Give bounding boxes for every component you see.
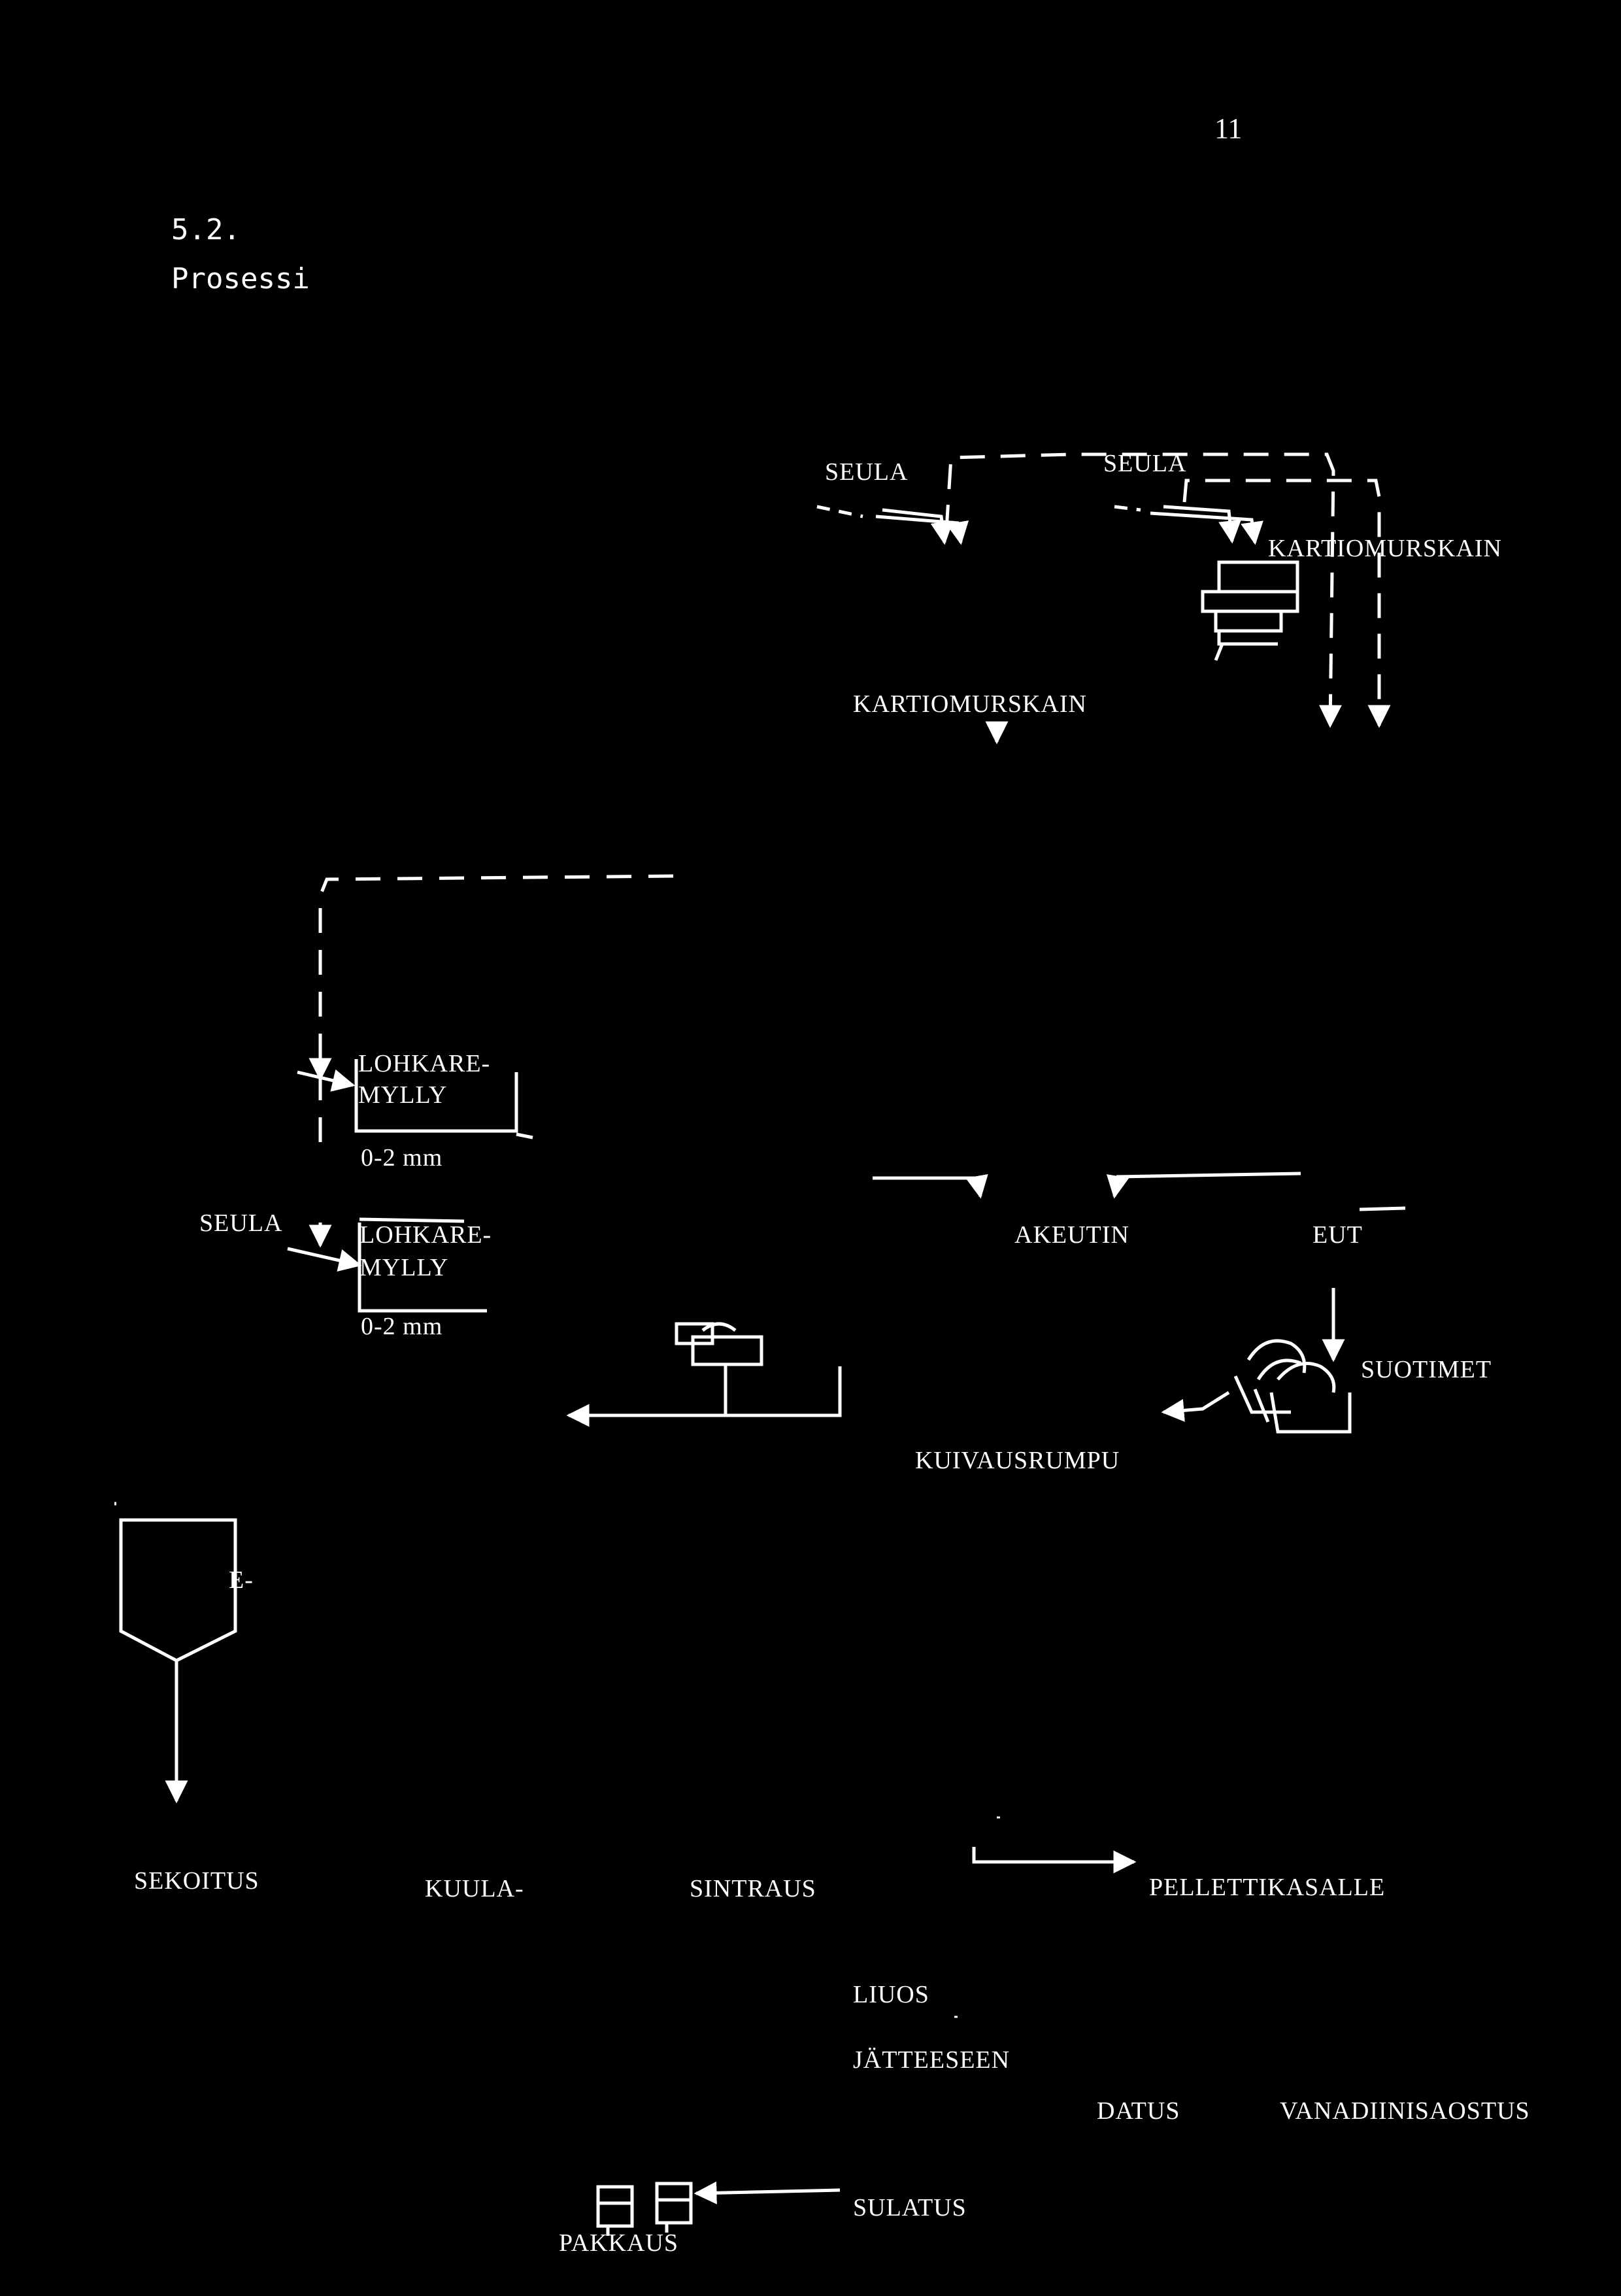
arrow-left-from-dryer [566,1366,842,1427]
label-suotimet: SUOTIMET [1361,1356,1492,1383]
packing-icon [596,2182,693,2236]
label-kuivausrumpu: KUIVAUSRUMPU [915,1447,1120,1474]
section-title: Prosessi [171,262,310,295]
label-kartiomurskain-right: KARTIOMURSKAIN [1268,535,1502,562]
label-sintraus: SINTRAUS [690,1875,816,1902]
line-right-eut [1359,1206,1406,1211]
dashed-return-line-outer [944,452,1342,728]
page-number: 11 [1214,112,1243,144]
label-liuos: LIUOS [853,1981,929,2008]
seula-chute-top-right-2 [1163,505,1241,544]
label-lohkaremylly-2-line1: LOHKARE- [359,1221,492,1249]
label-pellettikasalle: PELLETTIKASALLE [1149,1874,1386,1901]
label-sulatus: SULATUS [853,2194,967,2221]
seula-dash-top-right [1114,505,1141,512]
seula-dash-top-left [816,505,863,518]
dashed-line-to-lohkaremylly [318,874,674,1151]
label-kuula: KUULA- [425,1875,524,1902]
arrow-into-akeutin-right [1106,1172,1301,1199]
label-seula-top-left: SEULA [825,458,909,486]
arrow-to-pellettikasalle [972,1847,1137,1874]
label-datus: DATUS [1097,2097,1180,2125]
label-vanadiinisaostus: VANADIINISAOSTUS [1280,2097,1530,2125]
seula-chute-left [287,1247,362,1272]
lohkaremylly-1-box [354,1059,518,1133]
label-seula-top-right: SEULA [1103,450,1187,477]
label-pakkaus: PAKKAUS [559,2229,678,2257]
drum-dryer-icon [675,1322,763,1415]
label-jatteeseen: JÄTTEESEEN [853,2046,1011,2074]
label-akeutin: AKEUTIN [1014,1221,1129,1249]
label-lohkaremylly-1-line2: MYLLY [358,1081,448,1109]
label-lohkaremylly-2-line2: MYLLY [359,1254,449,1281]
label-lohkaremylly-1-line1: LOHKARE- [358,1050,491,1077]
section-number: 5.2. [171,213,241,246]
lohkaremylly-2-top [359,1217,465,1223]
label-e-fragment: E- [229,1566,254,1594]
label-size-1: 0-2 mm [361,1144,443,1172]
dashed-return-line-inner [1182,479,1391,728]
seula-chute-top-right [1150,511,1263,545]
seula-chute-top-left-2 [882,508,954,545]
arrow-from-sulatus [694,2181,841,2204]
label-sekoitus: SEKOITUS [134,1867,259,1895]
cone-crusher-icon [1201,560,1299,661]
label-seula-left: SEULA [199,1209,283,1237]
label-eut: EUT [1312,1221,1363,1249]
arrow-into-akeutin-left [873,1173,988,1199]
seula-chute-top-left [875,515,969,545]
arrow-left-from-suotimet [1161,1391,1230,1422]
arrow-to-lohkaremylly-1 [297,1069,356,1092]
filter-icon [1233,1339,1352,1434]
label-kartiomurskain-center: KARTIOMURSKAIN [853,690,1087,718]
label-size-2: 0-2 mm [361,1313,443,1340]
hopper-bin [119,1518,237,1663]
lohkaremylly-2-box [358,1223,487,1313]
